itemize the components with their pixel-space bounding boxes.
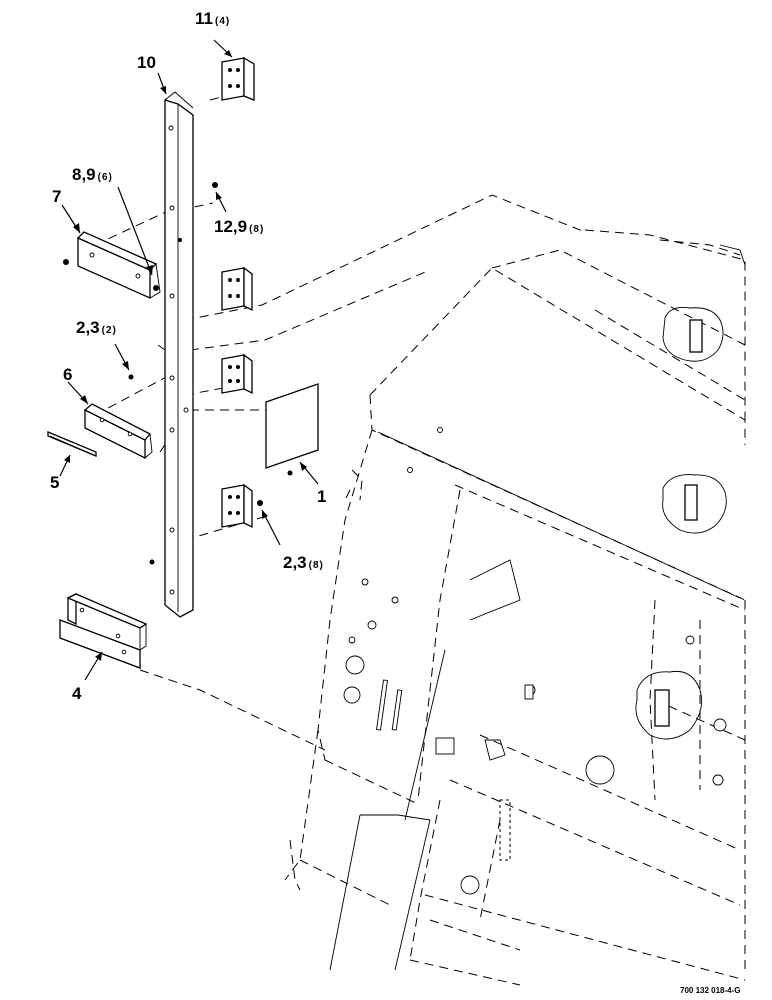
callout-5: 5 xyxy=(50,473,59,492)
callout-2-3-bottom: 2,3(8) xyxy=(283,553,324,572)
callout-7: 7 xyxy=(52,187,61,206)
figure-number: 700 132 018-4-G xyxy=(680,986,741,995)
hinge-part-11 xyxy=(221,56,255,529)
bracket-part-7 xyxy=(63,231,161,300)
callout-4: 4 xyxy=(72,684,82,703)
vertical-channel-part-10 xyxy=(157,91,194,618)
strip-part-5 xyxy=(47,431,97,457)
callout-12-9: 12,9(8) xyxy=(214,217,264,236)
bolt-part-8-9 xyxy=(178,182,218,242)
angle-part-6 xyxy=(83,403,153,460)
callout-10: 10 xyxy=(137,53,156,72)
callout-6: 6 xyxy=(63,365,72,384)
callout-arrows xyxy=(59,39,319,681)
angle-part-4 xyxy=(59,592,148,669)
callout-labels: 11(4) 10 8,9(6) 7 12,9(8) 2,3(2) 6 5 1 2… xyxy=(50,9,326,703)
callout-2-3-top: 2,3(2) xyxy=(76,318,117,337)
callout-8-9: 8,9(6) xyxy=(72,165,113,184)
callout-1: 1 xyxy=(317,487,326,506)
machine-body xyxy=(284,229,746,986)
screw-part-2-3 xyxy=(128,374,293,565)
callout-11: 11(4) xyxy=(195,9,230,28)
plate-part-1 xyxy=(265,383,319,469)
